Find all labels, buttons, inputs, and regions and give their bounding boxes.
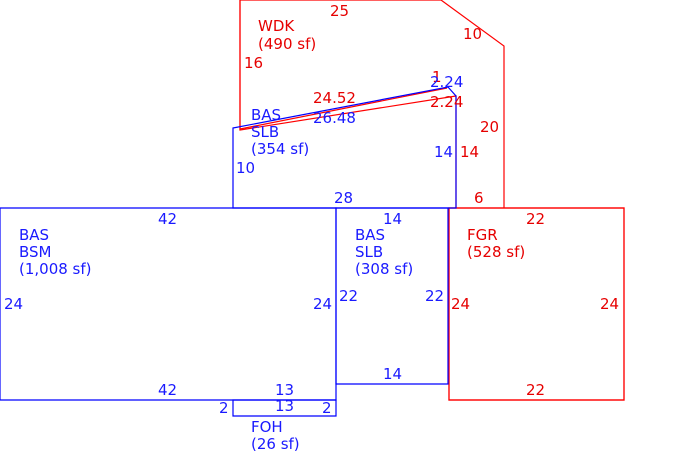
wdk-code: WDK: [258, 17, 295, 35]
foh-size: (26 sf): [251, 435, 300, 453]
foh-code: FOH: [251, 418, 283, 436]
fgr-code: FGR: [467, 226, 498, 244]
dim-bsm-bottom: 42: [158, 381, 177, 399]
dim-wdk-top: 25: [330, 2, 349, 20]
dim-foh-top: 13: [275, 381, 294, 399]
dim-wdk-diag: 10: [463, 25, 482, 43]
bas-bsm-code: BAS: [19, 226, 49, 244]
dim-wdk-notch-tick: 1: [432, 68, 442, 86]
dim-slb-top-right: 14: [434, 143, 453, 161]
dim-slb-mid-bottom: 14: [383, 365, 402, 383]
bas-slb-mid-size: (308 sf): [355, 260, 413, 278]
bas-slb-top-outline: [232, 86, 457, 209]
dim-slb-mid-top: 14: [383, 210, 402, 228]
foh-outline: [232, 399, 337, 417]
bas-slb-mid-code: BAS: [355, 226, 385, 244]
dim-fgr-top: 22: [526, 210, 545, 228]
bas-bsm-outline: [0, 207, 337, 401]
wdk-slope-edge: [239, 87, 448, 130]
wdk-size: (490 sf): [258, 35, 316, 53]
dim-slb-top-slope: 26.48: [313, 109, 356, 127]
dim-wdk-bottom: 6: [474, 189, 484, 207]
dim-foh-bottom: 13: [275, 397, 294, 415]
dim-fgr-bottom: 22: [526, 381, 545, 399]
fgr-outline: [448, 207, 625, 401]
dim-wdk-slope: 24.52: [313, 89, 356, 107]
bas-slb-top-sub: SLB: [251, 123, 279, 141]
dim-slb-mid-left: 22: [339, 287, 358, 305]
dim-slb-top-notch: 2.24: [430, 73, 463, 91]
dim-wdk-notch: 2.24: [430, 93, 463, 111]
bas-slb-top-size: (354 sf): [251, 140, 309, 158]
dim-wdk-right: 20: [480, 118, 499, 136]
bas-bsm-sub: BSM: [19, 243, 52, 261]
fgr-size: (528 sf): [467, 243, 525, 261]
bas-bsm-size: (1,008 sf): [19, 260, 92, 278]
bas-slb-top-code: BAS: [251, 106, 281, 124]
bas-slb-mid-outline: [335, 207, 449, 385]
dim-bsm-top: 42: [158, 210, 177, 228]
dim-bsm-left: 24: [4, 295, 23, 313]
dim-slb-top-left: 10: [236, 159, 255, 177]
dim-wdk-left: 16: [244, 54, 263, 72]
dim-slb-top-bottom: 28: [334, 189, 353, 207]
dim-foh-left: 2: [219, 399, 229, 417]
dim-fgr-right: 24: [600, 295, 619, 313]
dim-fgr-left: 24: [451, 295, 470, 313]
dim-bsm-right: 24: [313, 295, 332, 313]
dim-slb-mid-right: 22: [425, 287, 444, 305]
wdk-outline: [239, 0, 625, 401]
dim-foh-right: 2: [322, 399, 332, 417]
bas-slb-mid-sub: SLB: [355, 243, 383, 261]
dim-wdk-inner-right: 14: [460, 143, 479, 161]
